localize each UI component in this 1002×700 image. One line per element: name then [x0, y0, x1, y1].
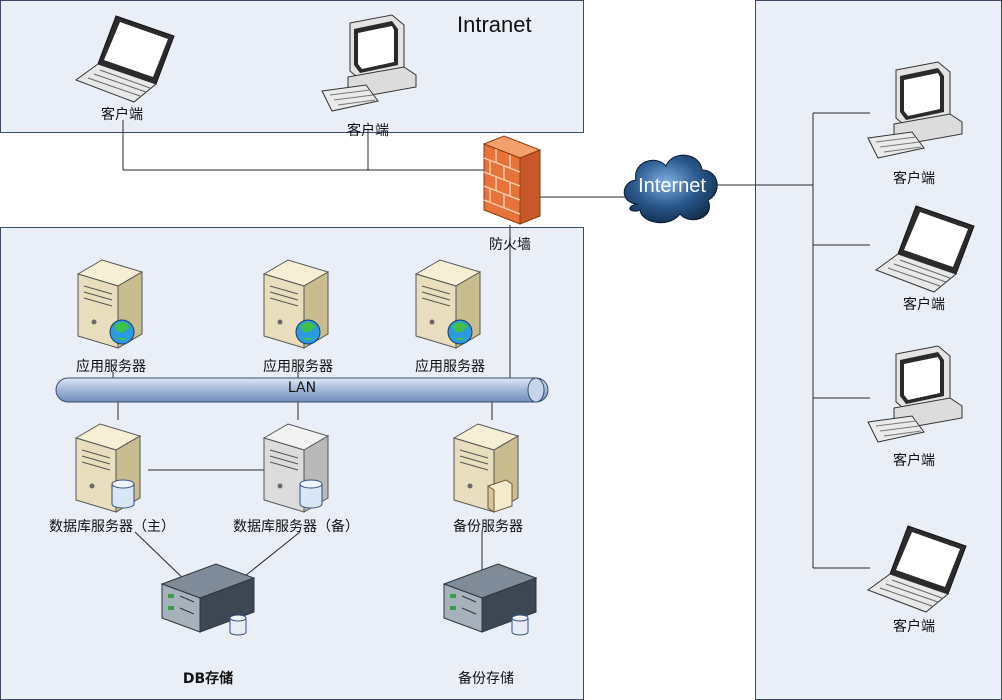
- internet-label: Internet: [638, 175, 706, 197]
- firewall-icon: [482, 135, 542, 225]
- app-server-1-icon: [76, 259, 144, 349]
- app-server-3-icon: [414, 259, 482, 349]
- desktop-computer-icon: [321, 14, 417, 112]
- remote-client-4-label: 客户端: [893, 619, 935, 635]
- internet-cloud-icon: [623, 154, 718, 224]
- db-backup-server-label: 数据库服务器（备）: [233, 519, 359, 535]
- db-primary-server-icon: [74, 423, 142, 513]
- backup-server-icon: [452, 423, 520, 513]
- intranet-title: Intranet: [457, 12, 532, 37]
- remote-client-3-label: 客户端: [893, 453, 935, 469]
- remote-client-2-label: 客户端: [903, 297, 945, 313]
- intranet-laptop-label: 客户端: [101, 107, 143, 123]
- app-server-2-label: 应用服务器: [263, 359, 333, 375]
- backup-server-label: 备份服务器: [453, 519, 523, 535]
- remote-desktop-1-icon: [867, 61, 963, 159]
- db-backup-server-icon: [262, 423, 330, 513]
- laptop-icon: [74, 15, 175, 103]
- backup-storage-icon: [442, 563, 538, 636]
- db-storage-label: DB存储: [182, 671, 234, 687]
- lan-bus: [55, 377, 549, 403]
- intranet-desktop-label: 客户端: [347, 123, 389, 139]
- app-server-3-label: 应用服务器: [415, 359, 485, 375]
- app-server-1-label: 应用服务器: [76, 359, 146, 375]
- remote-client-1-label: 客户端: [893, 171, 935, 187]
- db-storage-icon: [160, 563, 256, 636]
- db-primary-server-label: 数据库服务器（主）: [49, 519, 175, 535]
- app-server-2-icon: [262, 259, 330, 349]
- remote-desktop-2-icon: [867, 345, 963, 443]
- firewall-label: 防火墙: [489, 237, 531, 253]
- remote-laptop-2-icon: [866, 525, 967, 613]
- backup-storage-label: 备份存储: [458, 671, 514, 687]
- lan-label: LAN: [287, 380, 317, 396]
- remote-laptop-1-icon: [874, 205, 975, 293]
